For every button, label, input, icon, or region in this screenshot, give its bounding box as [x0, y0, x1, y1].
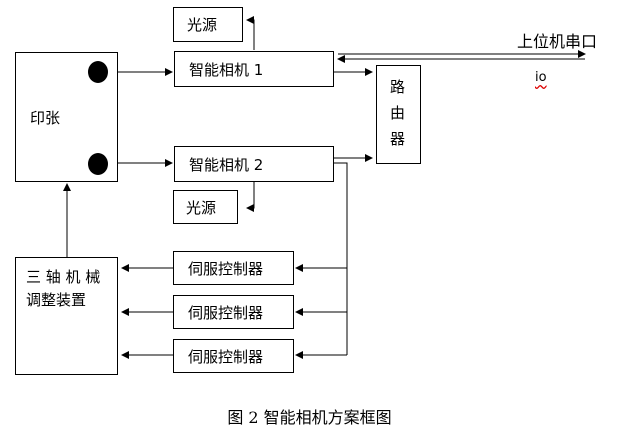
seal-box: 印张 [15, 52, 118, 182]
adjuster-label-line2: 调整装置 [26, 291, 87, 309]
camera2-to-light2-arrow [246, 181, 255, 212]
servo-controller-box-1: 伺服控制器 [173, 251, 294, 285]
camera-box-1: 智能相机 1 [174, 51, 334, 87]
light-source-box-1: 光源 [173, 7, 243, 42]
servo-controller-label-3: 伺服控制器 [188, 348, 264, 366]
light-source-label-1: 光源 [187, 16, 218, 34]
host-serial-port-label: 上位机串口 [517, 32, 598, 51]
servo-controller-label-1: 伺服控制器 [188, 260, 264, 278]
servo-controller-box-3: 伺服控制器 [173, 339, 294, 373]
servo-bus-line [334, 162, 348, 355]
router-char-3: 器 [390, 130, 406, 148]
seal-dot-bottom [88, 153, 108, 175]
router-char-2: 由 [390, 104, 406, 122]
router-char-1: 路 [390, 78, 406, 96]
router-box: 路 由 器 [376, 65, 421, 164]
light-source-box-2: 光源 [173, 190, 238, 224]
light-source-label-2: 光源 [186, 199, 217, 217]
three-axis-adjuster-box: 三 轴 机 械 调整装置 [15, 257, 118, 375]
camera1-to-light1-arrow [246, 16, 255, 50]
adjuster-label-line1: 三 轴 机 械 [26, 268, 101, 286]
camera-label-2: 智能相机 2 [189, 156, 264, 174]
camera-label-1: 智能相机 1 [189, 61, 264, 79]
seal-dot-top [88, 61, 108, 83]
io-label: io [535, 70, 547, 85]
servo-controller-box-2: 伺服控制器 [173, 295, 294, 329]
servo-controller-label-2: 伺服控制器 [188, 304, 264, 322]
seal-label: 印张 [30, 109, 61, 127]
figure-caption: 图 2 智能相机方案框图 [227, 408, 392, 427]
camera-box-2: 智能相机 2 [174, 146, 334, 182]
